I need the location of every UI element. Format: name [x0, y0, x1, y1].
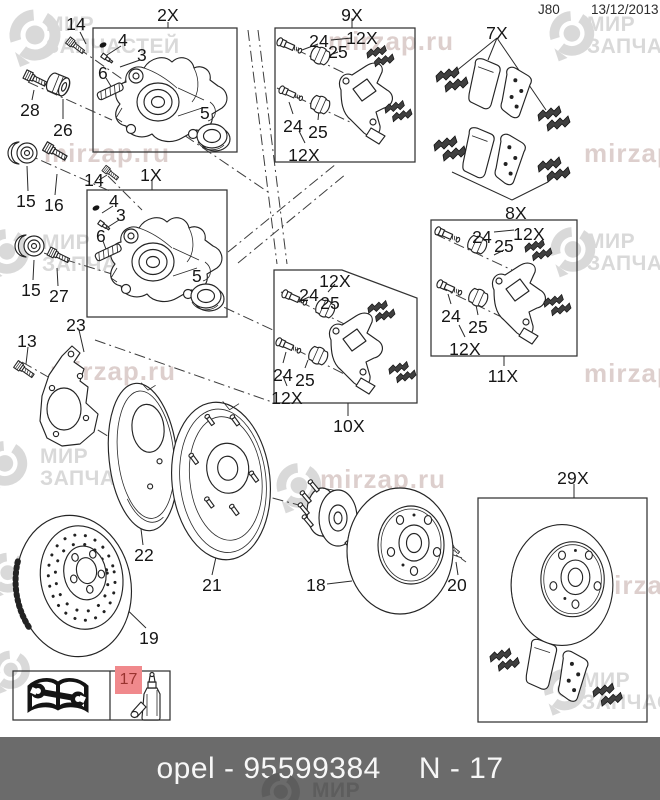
part-callout-10x: 10X	[333, 416, 365, 436]
part-callout-12x: 12X	[513, 224, 545, 244]
part-callout-29x: 29X	[557, 468, 589, 488]
part-callout-3: 3	[137, 45, 147, 65]
part-callout-3: 3	[116, 205, 126, 225]
box-1x	[86, 189, 228, 318]
legend-ref-number: 17	[119, 671, 138, 688]
footer-part-label: opel - 95599384	[156, 751, 381, 785]
part-callout-25: 25	[468, 317, 488, 337]
legend-box	[12, 670, 171, 721]
part-callout-4: 4	[109, 191, 119, 211]
assembly-boxes	[12, 27, 648, 723]
box-9x	[274, 27, 416, 163]
part-callout-25: 25	[328, 42, 348, 62]
part-callout-20: 20	[447, 575, 467, 595]
part-callout-7x: 7X	[486, 23, 508, 43]
part-callout-24: 24	[273, 365, 293, 385]
glue-bottle-icon	[130, 671, 161, 721]
part-callout-5: 5	[200, 103, 210, 123]
part-callout-14: 14	[84, 170, 104, 190]
exploded-parts-diagram	[0, 18, 648, 723]
part-callout-26: 26	[53, 120, 73, 140]
part-callout-25: 25	[320, 293, 340, 313]
part-callout-12x: 12X	[346, 28, 378, 48]
part-callout-25: 25	[295, 370, 315, 390]
part-callout-1x: 1X	[140, 165, 162, 185]
part-callout-18: 18	[306, 575, 326, 595]
box-29x	[477, 497, 648, 723]
part-callout-4: 4	[118, 30, 128, 50]
part-callout-25: 25	[308, 122, 328, 142]
part-callout-12x: 12X	[288, 145, 320, 165]
part-callout-24: 24	[472, 227, 492, 247]
part-callout-24: 24	[441, 306, 461, 326]
part-callout-24: 24	[309, 31, 329, 51]
part-callout-19: 19	[139, 628, 159, 648]
catalog-date: 13/12/2013	[591, 2, 659, 17]
legend-ref-badge: 17	[115, 666, 142, 694]
part-callout-14: 14	[66, 14, 86, 34]
part-callout-9x: 9X	[341, 5, 363, 25]
part-callout-28: 28	[20, 100, 40, 120]
part-callout-15: 15	[16, 191, 36, 211]
part-callout-2x: 2X	[157, 5, 179, 25]
box-10x	[273, 269, 418, 404]
part-callout-12x: 12X	[319, 271, 351, 291]
part-callout-25: 25	[494, 236, 514, 256]
part-callout-12x: 12X	[449, 339, 481, 359]
part-callout-21: 21	[202, 575, 222, 595]
part-callout-24: 24	[299, 285, 319, 305]
part-callout-13: 13	[17, 331, 37, 351]
part-callout-16: 16	[44, 195, 64, 215]
part-callout-11x: 11X	[487, 366, 519, 386]
manual-book-wrench-icon	[27, 678, 89, 713]
part-callout-15: 15	[21, 280, 41, 300]
box-2x	[92, 27, 238, 153]
part-callout-27: 27	[49, 286, 69, 306]
footer-page-ref: N - 17	[418, 751, 504, 785]
part-callout-24: 24	[283, 116, 303, 136]
footer-bar: opel - 95599384 N - 17	[0, 737, 660, 800]
part-callout-23: 23	[66, 315, 86, 335]
part-callout-22: 22	[134, 545, 154, 565]
part-callout-8x: 8X	[505, 203, 527, 223]
part-callout-6: 6	[96, 226, 106, 246]
part-callout-5: 5	[192, 266, 202, 286]
part-callout-12x: 12X	[271, 388, 303, 408]
legend-icons	[27, 671, 161, 721]
part-callout-6: 6	[98, 63, 108, 83]
